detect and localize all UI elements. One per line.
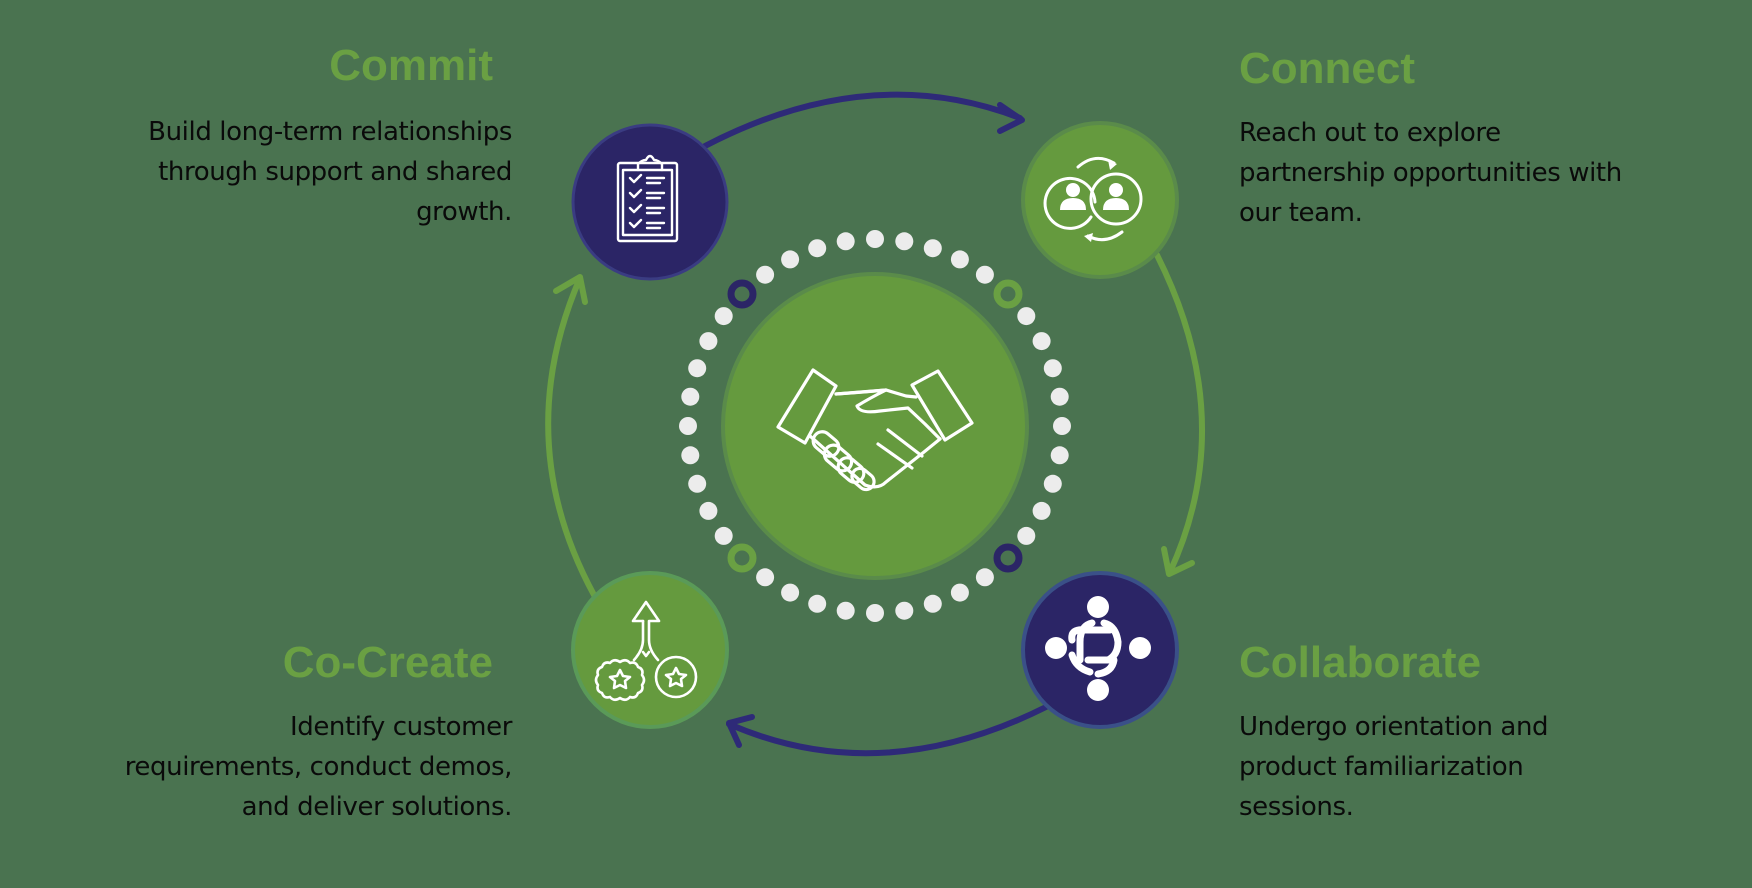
ring-dot <box>1032 332 1051 351</box>
description-line: Reach out to explore <box>1239 118 1501 148</box>
ring-dot <box>1017 307 1036 326</box>
step-text-collaborate: Collaborate Undergo orientation and prod… <box>1239 637 1752 827</box>
description-line: through support and shared <box>158 157 512 187</box>
center-hub <box>721 272 1029 580</box>
ring-dot <box>1017 526 1036 545</box>
ring-dot <box>866 230 884 248</box>
step-circle-collaborate <box>1021 571 1179 729</box>
merge-stars-icon <box>594 600 698 702</box>
description-line: partnership opportunities with <box>1239 158 1622 188</box>
accent-rings <box>727 279 1023 573</box>
ring-dot <box>923 239 942 258</box>
ring-dot <box>699 332 718 351</box>
clipboard-checklist-icon <box>616 154 679 243</box>
ring-dot <box>866 604 884 622</box>
ring-dot <box>923 594 942 613</box>
ring-dot <box>681 446 700 465</box>
ring-dot <box>975 568 994 587</box>
ring-dot <box>1050 387 1069 406</box>
ring-dot <box>1050 446 1069 465</box>
ring-dot <box>699 501 718 520</box>
accent-ring-green-lower-left <box>727 543 757 573</box>
description-line: requirements, conduct demos, <box>124 752 513 782</box>
handshake-icon <box>776 368 974 492</box>
dotted-ring <box>679 230 1071 622</box>
ring-dot <box>836 232 855 251</box>
ring-dot <box>681 387 700 406</box>
ring-dot <box>950 583 969 602</box>
accent-ring-navy-upper-left <box>727 279 757 309</box>
description-line: sessions. <box>1239 792 1354 822</box>
ring-dot <box>781 583 800 602</box>
description-line: our team. <box>1239 198 1363 228</box>
ring-dot <box>679 417 697 435</box>
ring-dot <box>1053 417 1071 435</box>
ring-dot <box>756 265 775 284</box>
ring-dot <box>688 474 707 493</box>
step-title-commit: Commit <box>329 41 493 90</box>
team-link-icon <box>1045 596 1151 701</box>
description-line: product familiarization <box>1239 752 1524 782</box>
step-text-commit: Commit Build long-term relationships thr… <box>0 40 512 232</box>
step-text-connect: Connect Reach out to explore partnership… <box>1239 43 1752 233</box>
ring-dot <box>1043 474 1062 493</box>
ring-dot <box>975 265 994 284</box>
ring-dot <box>895 601 914 620</box>
ring-dot <box>808 594 827 613</box>
accent-ring-green-upper-right <box>993 279 1023 309</box>
step-description-connect: Reach out to explore partnership opportu… <box>1239 113 1752 233</box>
description-line: growth. <box>416 197 512 227</box>
ring-dot <box>714 307 733 326</box>
step-circle-cocreate <box>571 571 729 729</box>
ring-dot <box>1043 359 1062 378</box>
step-title-connect: Connect <box>1239 44 1415 93</box>
step-text-cocreate: Co-Create Identify customer requirements… <box>0 637 513 827</box>
step-circle-commit <box>571 123 729 281</box>
step-description-collaborate: Undergo orientation and product familiar… <box>1239 707 1752 827</box>
people-exchange-icon <box>1043 156 1143 242</box>
accent-ring-navy-lower-right <box>993 543 1023 573</box>
ring-dot <box>781 250 800 269</box>
arrow-commit-to-connect <box>702 91 1025 149</box>
arrow-collaborate-to-cocreate <box>726 704 1049 757</box>
step-description-commit: Build long-term relationships through su… <box>0 112 512 232</box>
step-description-cocreate: Identify customer requirements, conduct … <box>0 707 513 827</box>
arrow-connect-to-collaborate <box>1154 252 1205 577</box>
step-title-collaborate: Collaborate <box>1239 638 1482 687</box>
step-title-cocreate: Co-Create <box>282 638 493 687</box>
description-line: and deliver solutions. <box>241 792 513 822</box>
ring-dot <box>756 568 775 587</box>
step-circle-connect <box>1021 121 1179 279</box>
description-line: Identify customer <box>289 712 512 742</box>
ring-dot <box>808 239 827 258</box>
arrow-cocreate-to-commit <box>545 274 597 598</box>
ring-dot <box>950 250 969 269</box>
ring-dot <box>688 359 707 378</box>
ring-dot <box>714 526 733 545</box>
ring-dot <box>895 232 914 251</box>
ring-dot <box>836 601 855 620</box>
ring-dot <box>1032 501 1051 520</box>
description-line: Undergo orientation and <box>1239 712 1549 742</box>
description-line: Build long-term relationships <box>148 117 512 147</box>
